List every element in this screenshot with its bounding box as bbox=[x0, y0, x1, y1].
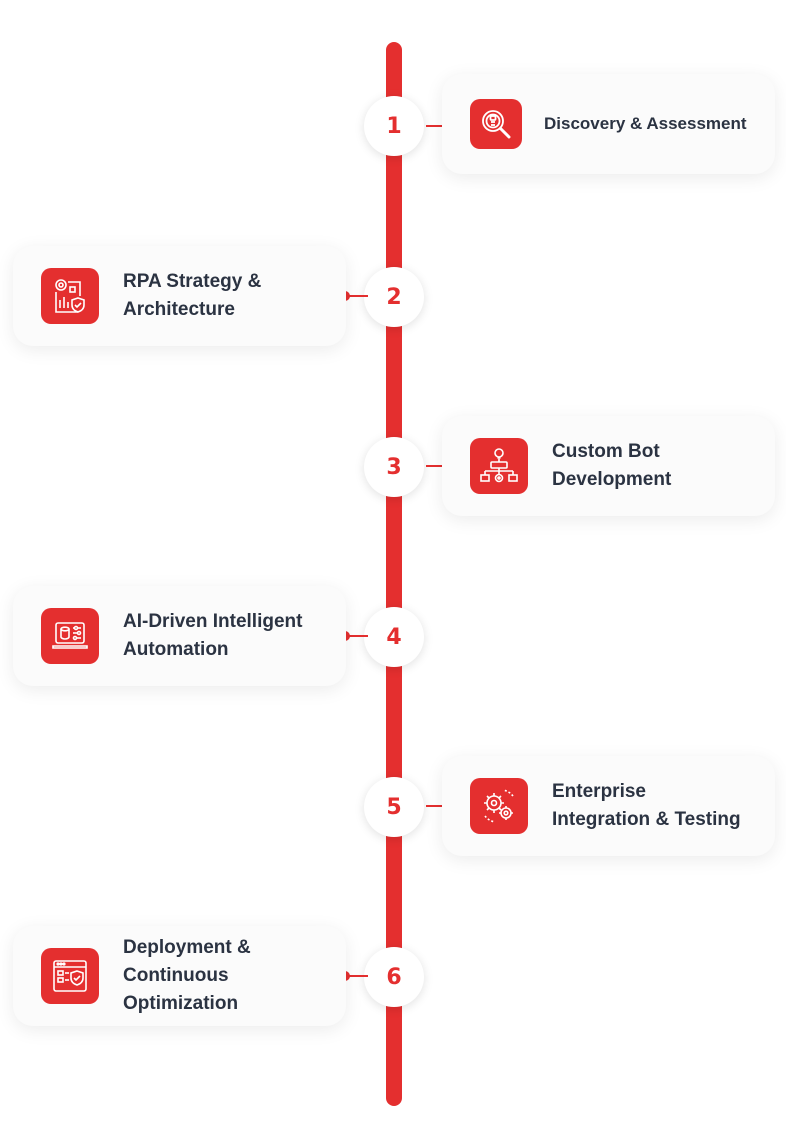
step-title-1: Discovery & Assessment bbox=[544, 114, 747, 133]
step-number-3: 3 bbox=[364, 437, 424, 497]
step-number-1: 1 bbox=[364, 96, 424, 156]
step-card-2: RPA Strategy & Architecture bbox=[13, 246, 346, 346]
step-title-2: RPA Strategy & Architecture bbox=[123, 271, 262, 320]
strategy-document-shield-icon bbox=[41, 268, 99, 324]
connector-2 bbox=[340, 291, 368, 301]
connector-4 bbox=[340, 631, 368, 641]
step-card-3: Custom Bot Development bbox=[442, 416, 775, 516]
step-number-2: 2 bbox=[364, 267, 424, 327]
integration-gears-icon bbox=[470, 778, 528, 834]
ai-laptop-controls-icon bbox=[41, 608, 99, 664]
step-card-5: Enterprise Integration & Testing bbox=[442, 756, 775, 856]
search-magnifier-icon bbox=[470, 99, 522, 149]
connector-6 bbox=[340, 971, 368, 981]
step-card-6: Deployment & Continuous Optimization bbox=[13, 926, 346, 1026]
step-title-3: Custom Bot Development bbox=[552, 441, 672, 490]
deployment-window-shield-icon bbox=[41, 948, 99, 1004]
step-card-4: AI-Driven Intelligent Automation bbox=[13, 586, 346, 686]
step-number-6: 6 bbox=[364, 947, 424, 1007]
step-number-4: 4 bbox=[364, 607, 424, 667]
step-title-4: AI-Driven Intelligent Automation bbox=[123, 611, 303, 660]
step-number-5: 5 bbox=[364, 777, 424, 837]
step-title-6: Deployment & Continuous Optimization bbox=[123, 937, 251, 1014]
step-title-5: Enterprise Integration & Testing bbox=[552, 781, 741, 830]
step-card-1: Discovery & Assessment bbox=[442, 74, 775, 174]
bot-flowchart-icon bbox=[470, 438, 528, 494]
